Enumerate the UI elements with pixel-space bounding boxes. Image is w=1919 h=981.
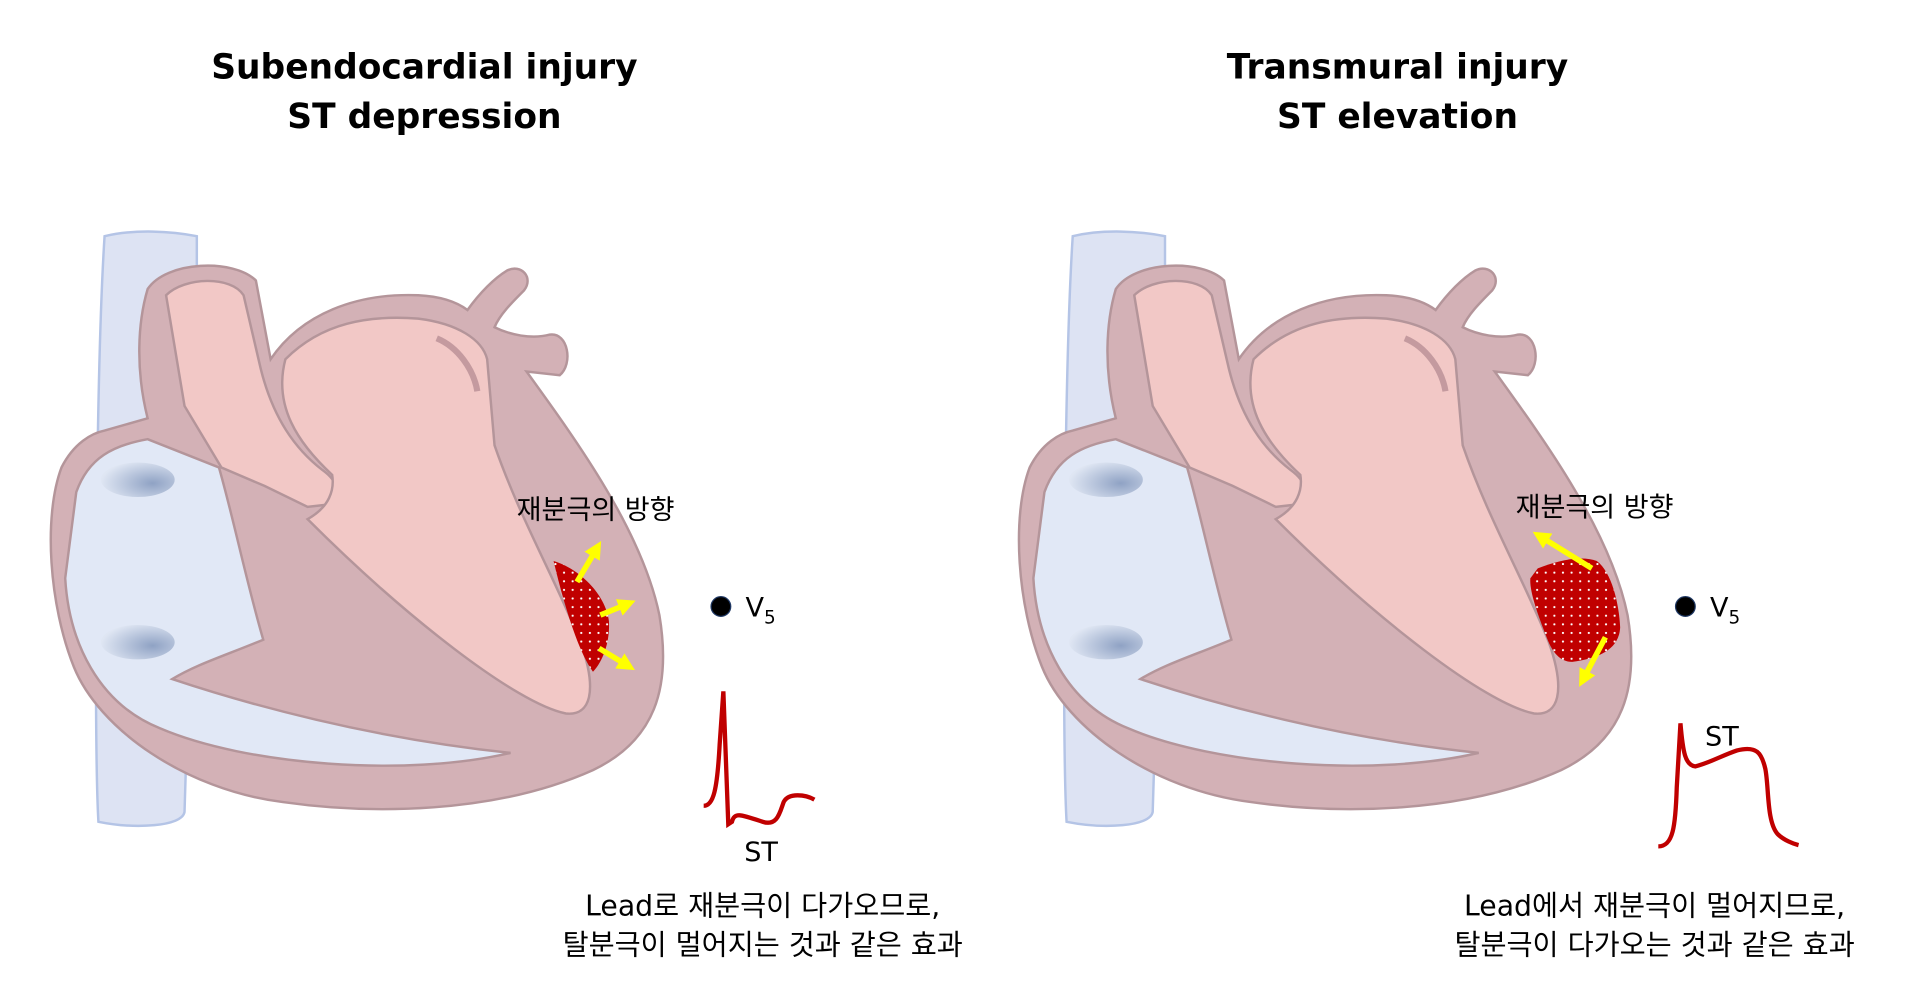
lead-label: V5 bbox=[1710, 592, 1740, 628]
caption-line1: Lead에서 재분극이 멀어지므로, bbox=[1464, 889, 1845, 922]
caption-line2: 탈분극이 다가오는 것과 같은 효과 bbox=[1455, 929, 1855, 962]
lead-label: V5 bbox=[746, 592, 776, 628]
repolarization-direction-label: 재분극의 방향 bbox=[517, 495, 675, 526]
panel-transmural: Transmural injury ST elevation 재분극의 방향 V… bbox=[1019, 48, 1855, 962]
ecg-st-elevation-trace bbox=[1658, 723, 1800, 849]
transmural-injury-zone bbox=[1530, 558, 1621, 662]
electrode-v5-dot bbox=[710, 596, 732, 617]
st-label: ST bbox=[1705, 722, 1739, 753]
subendocardial-injury-zone bbox=[553, 560, 610, 672]
panel-subendocardial: Subendocardial injury ST depression 재분극의… bbox=[51, 48, 963, 962]
repolarization-arrows bbox=[1532, 531, 1608, 687]
panel-title-line2: ST depression bbox=[287, 97, 561, 137]
st-label: ST bbox=[744, 837, 778, 868]
panel-title-line1: Subendocardial injury bbox=[211, 48, 637, 88]
panel-title-line1: Transmural injury bbox=[1227, 48, 1568, 88]
heart-illustration bbox=[51, 232, 663, 826]
panel-title-line2: ST elevation bbox=[1277, 97, 1518, 137]
electrode-v5-dot bbox=[1674, 596, 1696, 617]
ecg-st-depression-trace bbox=[703, 691, 816, 829]
repolarization-direction-label: 재분극의 방향 bbox=[1516, 493, 1674, 524]
caption-line1: Lead로 재분극이 다가오므로, bbox=[585, 889, 940, 922]
caption-line2: 탈분극이 멀어지는 것과 같은 효과 bbox=[563, 929, 963, 962]
repolarization-arrows bbox=[574, 541, 636, 671]
heart-illustration bbox=[1019, 232, 1631, 826]
